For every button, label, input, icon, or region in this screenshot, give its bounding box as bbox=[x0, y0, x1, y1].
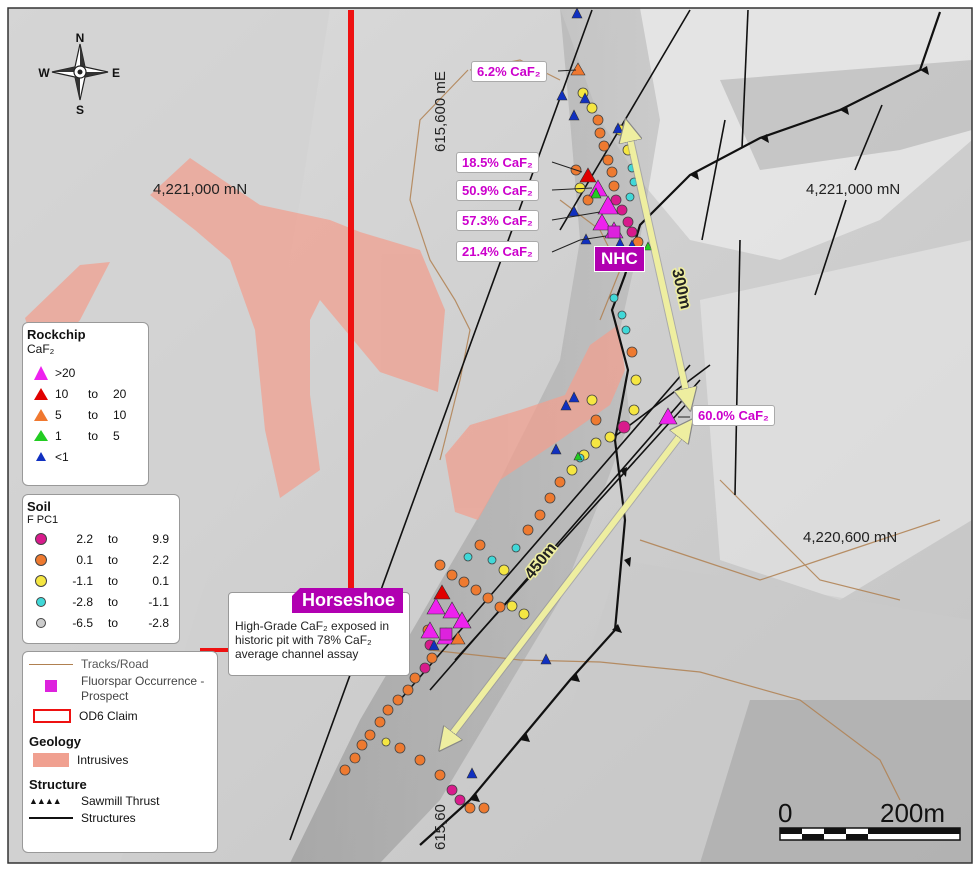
callout-50-9: 50.9% CaF₂ bbox=[456, 180, 539, 201]
triangle-icon bbox=[36, 452, 46, 461]
rockchip-row: <1 bbox=[27, 446, 144, 467]
horseshoe-prospect-label: Horseshoe bbox=[292, 588, 404, 613]
rockchip-legend-subtitle: CaF₂ bbox=[27, 342, 55, 356]
callout-18-5: 18.5% CaF₂ bbox=[456, 152, 539, 173]
circle-icon bbox=[35, 553, 47, 566]
triangle-icon bbox=[34, 408, 48, 421]
svg-text:200m: 200m bbox=[880, 798, 945, 828]
claim-box-icon bbox=[33, 709, 71, 723]
line-icon bbox=[29, 663, 73, 665]
horseshoe-note-text: High-Grade CaF₂ exposed in historic pit … bbox=[235, 619, 390, 661]
intrusive-body-west bbox=[150, 158, 445, 498]
feature-legend: Tracks/Road Fluorspar Occurrence - Prosp… bbox=[22, 651, 218, 853]
legend-thrust-row: ▲▲▲▲Sawmill Thrust bbox=[29, 793, 160, 808]
callout-21-4: 21.4% CaF₂ bbox=[456, 241, 539, 262]
circle-icon bbox=[35, 532, 47, 545]
easting-label-bottom: 615,60 bbox=[432, 804, 449, 850]
distance-arrow-300 bbox=[628, 130, 688, 400]
svg-text:0: 0 bbox=[778, 798, 792, 828]
nhc-prospect-label: NHC bbox=[594, 246, 645, 272]
distance-arrow-450 bbox=[446, 428, 686, 742]
rockchip-legend-title: Rockchip bbox=[27, 327, 86, 342]
legend-tracks-row: Tracks/Road bbox=[29, 656, 211, 672]
svg-text:E: E bbox=[112, 66, 120, 80]
callout-leaders bbox=[551, 69, 690, 418]
triangle-icon bbox=[34, 430, 48, 441]
triangle-icon bbox=[34, 365, 48, 380]
legend-intrusives-row: Intrusives bbox=[29, 749, 211, 771]
easting-label-top: 615,600 mE bbox=[432, 71, 449, 152]
prospect-marker-nhc bbox=[607, 225, 621, 239]
circle-icon bbox=[35, 574, 47, 587]
circle-icon bbox=[36, 617, 46, 628]
svg-text:W: W bbox=[38, 66, 50, 80]
northing-label-west: 4,221,000 mN bbox=[153, 181, 247, 198]
northing-label-east: 4,221,000 mN bbox=[806, 181, 900, 198]
legend-geology-title: Geology bbox=[29, 734, 82, 749]
circle-icon bbox=[36, 596, 46, 607]
square-icon bbox=[45, 680, 57, 692]
rockchip-row: >20 bbox=[27, 362, 144, 383]
legend-claim-row: OD6 Claim bbox=[29, 706, 211, 726]
callout-6-2: 6.2% CaF₂ bbox=[471, 61, 547, 82]
svg-text:N: N bbox=[76, 31, 85, 45]
legend-structure-title: Structure bbox=[29, 777, 87, 792]
thrust-line-icon: ▲▲▲▲ bbox=[29, 795, 62, 806]
legend-fluorspar-row: Fluorspar Occurrence - Prospect bbox=[29, 674, 211, 704]
svg-text:S: S bbox=[76, 103, 84, 117]
compass-rose-icon: N S E W bbox=[38, 31, 120, 117]
soil-legend-subtitle: F PC1 bbox=[27, 514, 59, 526]
scale-bar: 0 200m bbox=[778, 798, 961, 841]
callout-60-0: 60.0% CaF₂ bbox=[692, 405, 775, 426]
northing-label-south: 4,220,600 mN bbox=[803, 529, 897, 546]
callout-57-3: 57.3% CaF₂ bbox=[456, 210, 539, 231]
line-icon bbox=[29, 817, 73, 819]
prospect-marker-horseshoe bbox=[439, 627, 453, 641]
soil-legend-title: Soil bbox=[27, 499, 51, 514]
triangle-icon bbox=[34, 387, 48, 400]
legend-structures-row: Structures bbox=[29, 810, 211, 826]
fill-swatch-icon bbox=[33, 753, 69, 767]
